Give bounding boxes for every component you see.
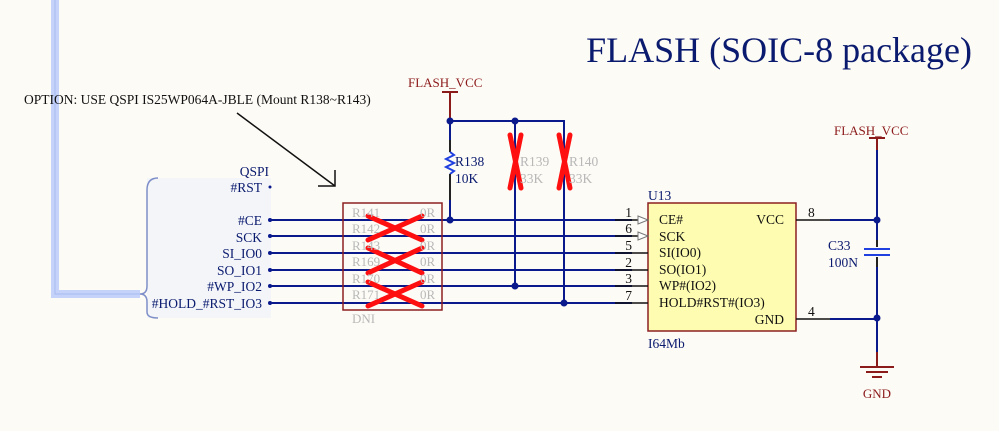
pin-name-sck: SCK [659, 229, 686, 244]
r140-value: 33K [569, 171, 593, 186]
signal-nets [270, 219, 632, 304]
note-arrow [236, 112, 336, 187]
pin-name-so: SO(IO1) [659, 262, 706, 277]
pin-num: 7 [625, 288, 632, 303]
pin-num: 3 [625, 271, 632, 286]
ra-ref: R141 [352, 205, 380, 220]
pin-name-gnd: GND [755, 312, 784, 327]
port-pin-wp-io2: #WP_IO2 [207, 279, 262, 294]
ra-value: 0R [420, 221, 436, 236]
ra-value: 0R [420, 205, 436, 220]
pin-num: 8 [808, 205, 815, 220]
c33-value: 100N [828, 255, 858, 270]
pin-name-si: SI(IO0) [659, 245, 701, 260]
power-rail-right [830, 137, 890, 366]
ra-dni-note: DNI [352, 311, 375, 326]
chip-ref: U13 [648, 188, 671, 203]
ra-ref: R143 [352, 238, 380, 253]
pin-num: 6 [625, 221, 632, 236]
port-pin-ce: #CE [238, 213, 262, 228]
port-pin-so-io1: SO_IO1 [217, 263, 262, 278]
pin-name-ce: CE# [659, 212, 683, 227]
harness-bus[interactable] [51, 0, 140, 298]
ra-value: 0R [420, 287, 436, 302]
c33-ref: C33 [828, 238, 851, 253]
option-note: OPTION: USE QSPI IS25WP064A-JBLE (Mount … [24, 92, 371, 107]
vcc-label-left: FLASH_VCC [408, 75, 482, 90]
qspi-port[interactable] [139, 177, 271, 319]
ra-ref: R142 [352, 221, 380, 236]
pin-num: 4 [808, 304, 815, 319]
resistor-array-dnp-marks [365, 213, 425, 309]
ra-ref: R170 [352, 271, 380, 286]
pin-name-wp: WP#(IO2) [659, 278, 716, 293]
vcc-label-right: FLASH_VCC [834, 123, 908, 138]
port-pin-sck: SCK [236, 230, 263, 245]
sheet-title: FLASH (SOIC-8 package) [586, 30, 972, 70]
pin-num: 5 [625, 238, 632, 253]
port-pin-hold-io3: #HOLD_#RST_IO3 [152, 296, 262, 311]
chip-u13[interactable] [647, 202, 797, 332]
pin-num: 2 [625, 255, 632, 270]
port-pin-dots [268, 185, 272, 305]
pin-num: 1 [625, 205, 632, 220]
ra-ref: R169 [352, 254, 380, 269]
pullup-network [442, 91, 568, 307]
r138-value: 10K [455, 171, 479, 186]
r140-dnp-mark [556, 132, 573, 191]
port-pin-rst: #RST [230, 180, 262, 195]
r138-resistor-symbol [443, 151, 457, 175]
resistor-array[interactable] [342, 202, 443, 311]
ra-value: 0R [420, 271, 436, 286]
ra-value: 0R [420, 238, 436, 253]
r138-ref: R138 [455, 154, 485, 169]
r140-ref: R140 [569, 154, 599, 169]
gnd-label: GND [863, 386, 891, 401]
r139-ref: R139 [520, 154, 550, 169]
ra-value: 0R [420, 254, 436, 269]
r139-value: 33K [520, 171, 544, 186]
port-name: QSPI [240, 164, 270, 179]
pin-name-hold: HOLD#RST#(IO3) [659, 295, 765, 310]
input-arrow-icons [637, 215, 650, 241]
ra-ref: R171 [352, 287, 380, 302]
port-pin-si-io0: SI_IO0 [222, 246, 262, 261]
pin-name-vcc: VCC [756, 212, 784, 227]
chip-part: I64Mb [648, 336, 685, 351]
ground-icon [860, 366, 894, 378]
r139-dnp-mark [507, 132, 524, 191]
